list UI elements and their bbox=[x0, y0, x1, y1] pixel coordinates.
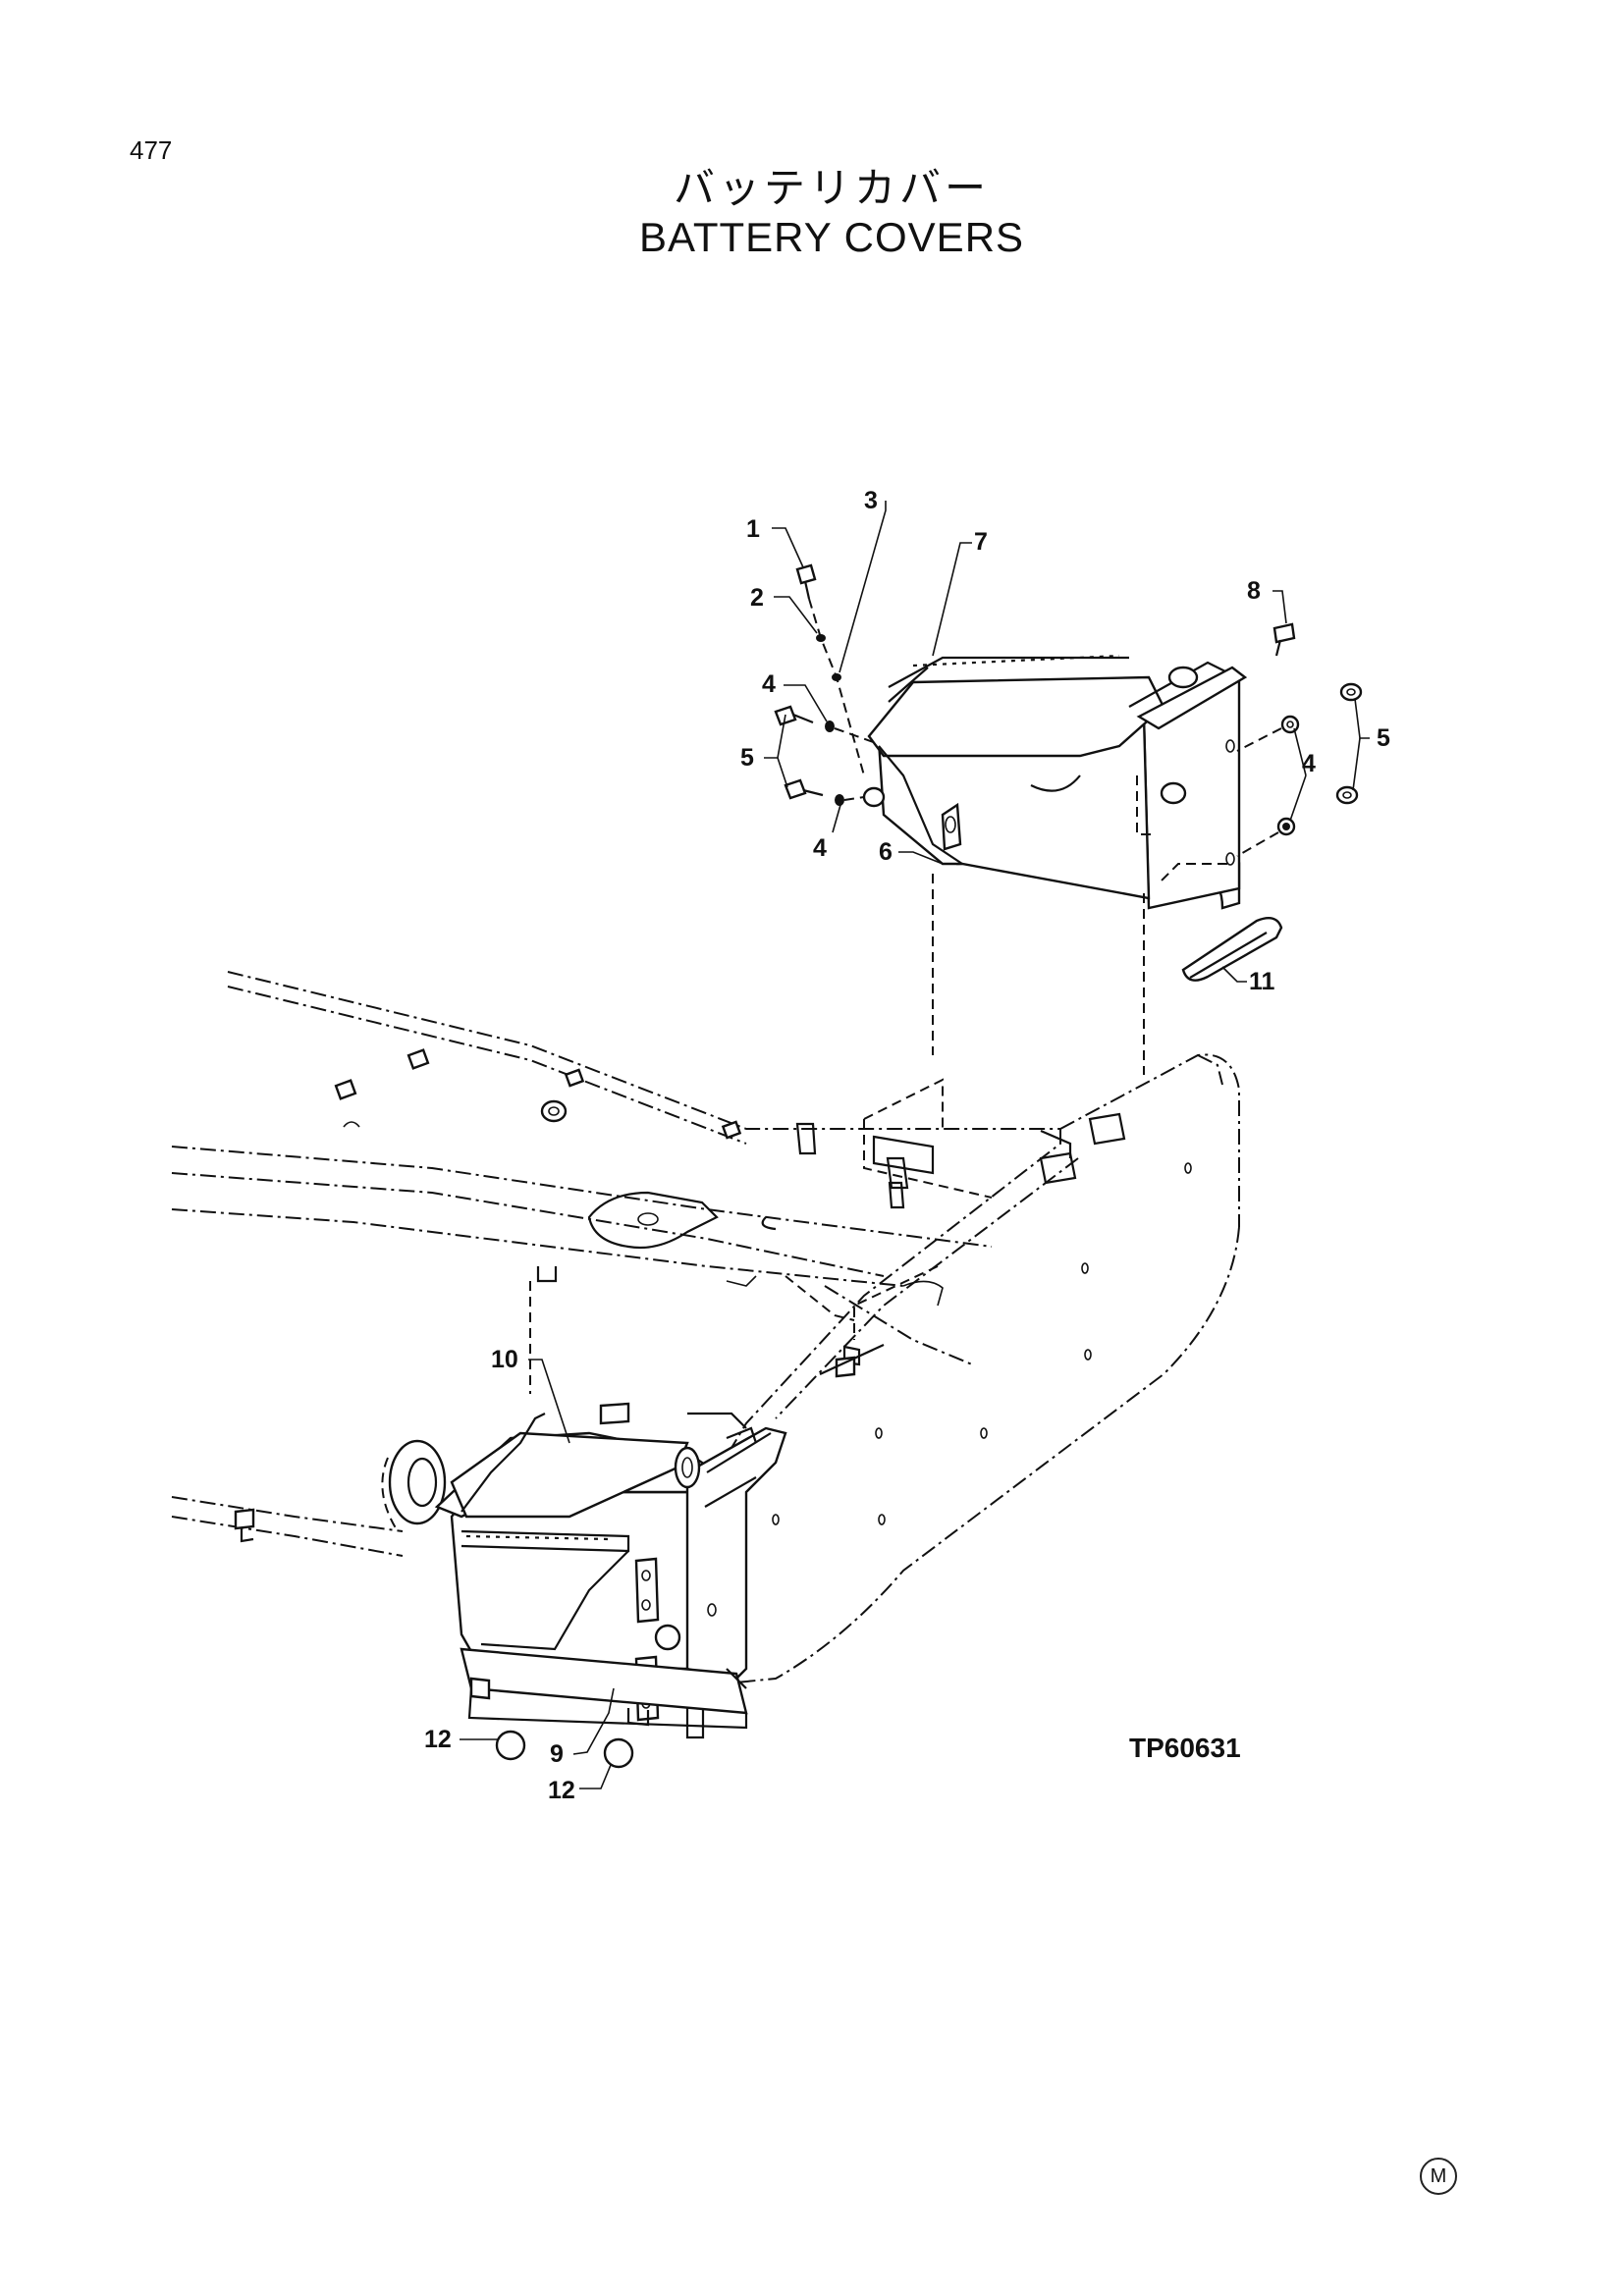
callout-7: 7 bbox=[974, 528, 988, 556]
callout-1: 1 bbox=[746, 515, 760, 543]
figure-code: TP60631 bbox=[1129, 1733, 1241, 1763]
upper-battery-mount-phantom bbox=[863, 1078, 1126, 1199]
page-number: 477 bbox=[130, 135, 173, 165]
callout-9: 9 bbox=[550, 1740, 564, 1768]
callout-12-right: 12 bbox=[548, 1777, 575, 1804]
callout-8: 8 bbox=[1247, 577, 1261, 605]
plug-part-12 bbox=[495, 1730, 634, 1769]
callout-6: 6 bbox=[879, 838, 893, 866]
callout-3: 3 bbox=[864, 487, 878, 514]
handle-part-11 bbox=[1181, 917, 1283, 982]
counterweight-outline bbox=[716, 1053, 1240, 1684]
callout-4-right: 4 bbox=[1302, 750, 1316, 777]
callout-12-left: 12 bbox=[424, 1726, 452, 1753]
callout-5-left: 5 bbox=[740, 744, 754, 772]
frame-phantom-lines bbox=[171, 971, 1060, 1557]
frame-details bbox=[334, 1048, 944, 1366]
callout-5-right: 5 bbox=[1377, 724, 1390, 752]
callout-4-left-lower: 4 bbox=[813, 834, 827, 862]
lower-battery-cover bbox=[234, 1265, 939, 1739]
callout-2: 2 bbox=[750, 584, 764, 612]
callout-11: 11 bbox=[1249, 968, 1275, 995]
callout-4-left-upper: 4 bbox=[762, 670, 776, 698]
callout-10: 10 bbox=[491, 1346, 518, 1373]
callout-labels: 1 2 3 4 5 4 6 7 8 5 4 11 10 9 12 12 bbox=[424, 487, 1390, 1804]
upper-battery-cover bbox=[862, 654, 1248, 1075]
page-title: BATTERY COVERS bbox=[638, 214, 1025, 260]
page-title-japanese: バッテリカバー bbox=[673, 164, 990, 212]
upper-fasteners bbox=[774, 563, 1363, 857]
corner-mark: M bbox=[1420, 2158, 1457, 2195]
leader-lines bbox=[460, 501, 1370, 1789]
